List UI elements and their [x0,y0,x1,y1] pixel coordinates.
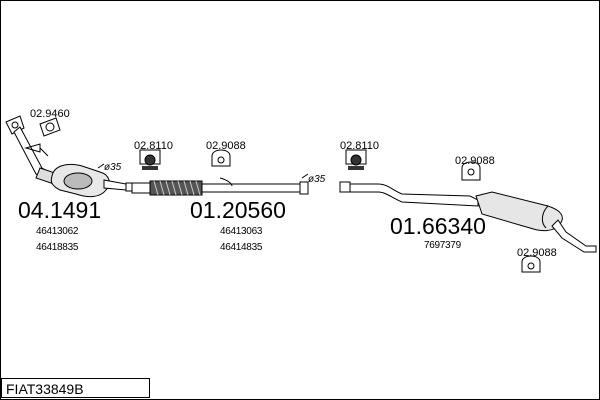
accessory-label: 02.9088 [455,155,495,167]
part-ref: 46413063 [220,226,263,237]
hanger-02-9088-a [211,149,231,167]
kit-id-box: FIAT33849B [1,378,150,398]
gasket-02-9460 [39,117,61,137]
accessory-label: 02.8110 [134,140,173,152]
hanger-02-9088-b [461,161,481,181]
part-ref: 7697379 [424,240,462,251]
accessory-label: 02.9460 [30,108,70,120]
accessory-label: 02.8110 [340,140,379,152]
hanger-02-8110-a [139,149,161,170]
hanger-02-8110-b [345,149,367,170]
part-number: 01.20560 [190,197,286,223]
diameter-label: ø35 [104,162,122,173]
accessory-label: 02.9088 [517,247,557,259]
rear-silencer [475,191,597,253]
middle-pipe [131,177,309,196]
front-pipe-catalyst [5,115,133,198]
diameter-label: ø35 [308,174,326,185]
part-ref: 46414835 [220,242,263,253]
accessory-label: 02.9088 [206,140,246,152]
diameter-marker-a [97,163,105,169]
part-ref: 46413062 [36,226,79,237]
rear-pipe [339,181,479,207]
part-number: 04.1491 [18,197,101,223]
hanger-02-9088-c [521,255,541,273]
diameter-marker-b [301,173,309,179]
part-ref: 46418835 [36,242,79,253]
kit-id: FIAT33849B [6,381,84,397]
part-number: 01.66340 [390,213,486,239]
